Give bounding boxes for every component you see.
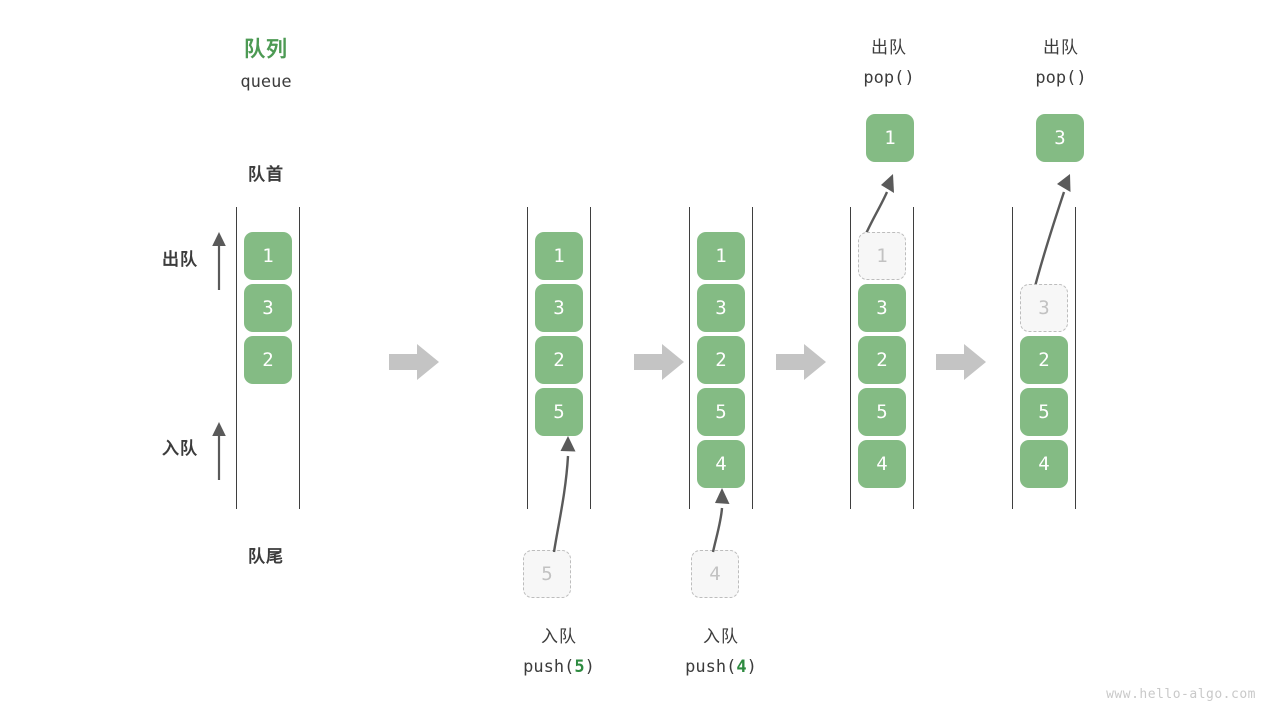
operation-label-code: push(4) [641,657,801,677]
queue-cell: 5 [535,388,583,436]
queue-cell: 2 [858,336,906,384]
queue-rail-right-pop3 [1075,207,1077,509]
queue-cell: 1 [244,232,292,280]
queue-cell: 4 [858,440,906,488]
queue-cell-removed: 3 [1020,284,1068,332]
queue-rail-left-initial [236,207,238,509]
pop-header-code: pop() [1035,68,1087,88]
queue-cell: 5 [858,388,906,436]
queue-cell: 3 [697,284,745,332]
operation-label-code: push(5) [479,657,639,677]
op-code-arg: 4 [736,657,747,677]
up-arrow-icon-dequeue [212,232,226,290]
pop-header-code: pop() [863,68,915,88]
curved-arrow-icon-push4 [711,488,730,553]
dequeue-direction-label: 出队 [162,250,198,270]
right-arrow-icon [634,344,684,380]
queue-rail-left-pop1 [850,207,852,509]
up-arrow-icon-enqueue [212,422,226,480]
queue-rail-right-push4 [752,207,754,509]
operation-label-cn: 入队 [703,627,739,647]
queue-cell: 2 [535,336,583,384]
op-code-prefix: push( [523,657,575,677]
queue-rail-left-pop3 [1012,207,1014,509]
queue-rail-left-push4 [689,207,691,509]
incoming-element: 4 [691,550,739,598]
queue-cell: 2 [244,336,292,384]
queue-cell: 3 [535,284,583,332]
op-code-arg: 5 [574,657,585,677]
rear-label: 队尾 [248,547,284,567]
operation-label-cn: 入队 [541,627,577,647]
diagram-title-en: queue [240,72,292,92]
queue-cell-removed: 1 [858,232,906,280]
queue-cell: 3 [244,284,292,332]
popped-element: 1 [866,114,914,162]
watermark: www.hello-algo.com [1106,687,1256,702]
queue-cell: 3 [858,284,906,332]
queue-cell: 4 [1020,440,1068,488]
right-arrow-icon [776,344,826,380]
front-label: 队首 [248,165,284,185]
enqueue-direction-label: 入队 [162,439,198,459]
queue-cell: 2 [697,336,745,384]
diagram-title-cn: 队列 [244,37,288,61]
queue-cell: 5 [697,388,745,436]
queue-rail-right-pop1 [913,207,915,509]
queue-cell: 2 [1020,336,1068,384]
right-arrow-icon [389,344,439,380]
op-code-suffix: ) [746,657,757,677]
op-code-suffix: ) [584,657,595,677]
right-arrow-icon [936,344,986,380]
incoming-element: 5 [523,550,571,598]
popped-element: 3 [1036,114,1084,162]
queue-cell: 1 [697,232,745,280]
queue-cell: 1 [535,232,583,280]
queue-rail-right-initial [299,207,301,509]
queue-cell: 4 [697,440,745,488]
pop-header-cn: 出队 [1043,38,1079,58]
queue-rail-right-push5 [590,207,592,509]
queue-rail-left-push5 [527,207,529,509]
pop-header-cn: 出队 [871,38,907,58]
queue-cell: 5 [1020,388,1068,436]
op-code-prefix: push( [685,657,737,677]
curved-arrow-icon-push5 [552,436,576,553]
